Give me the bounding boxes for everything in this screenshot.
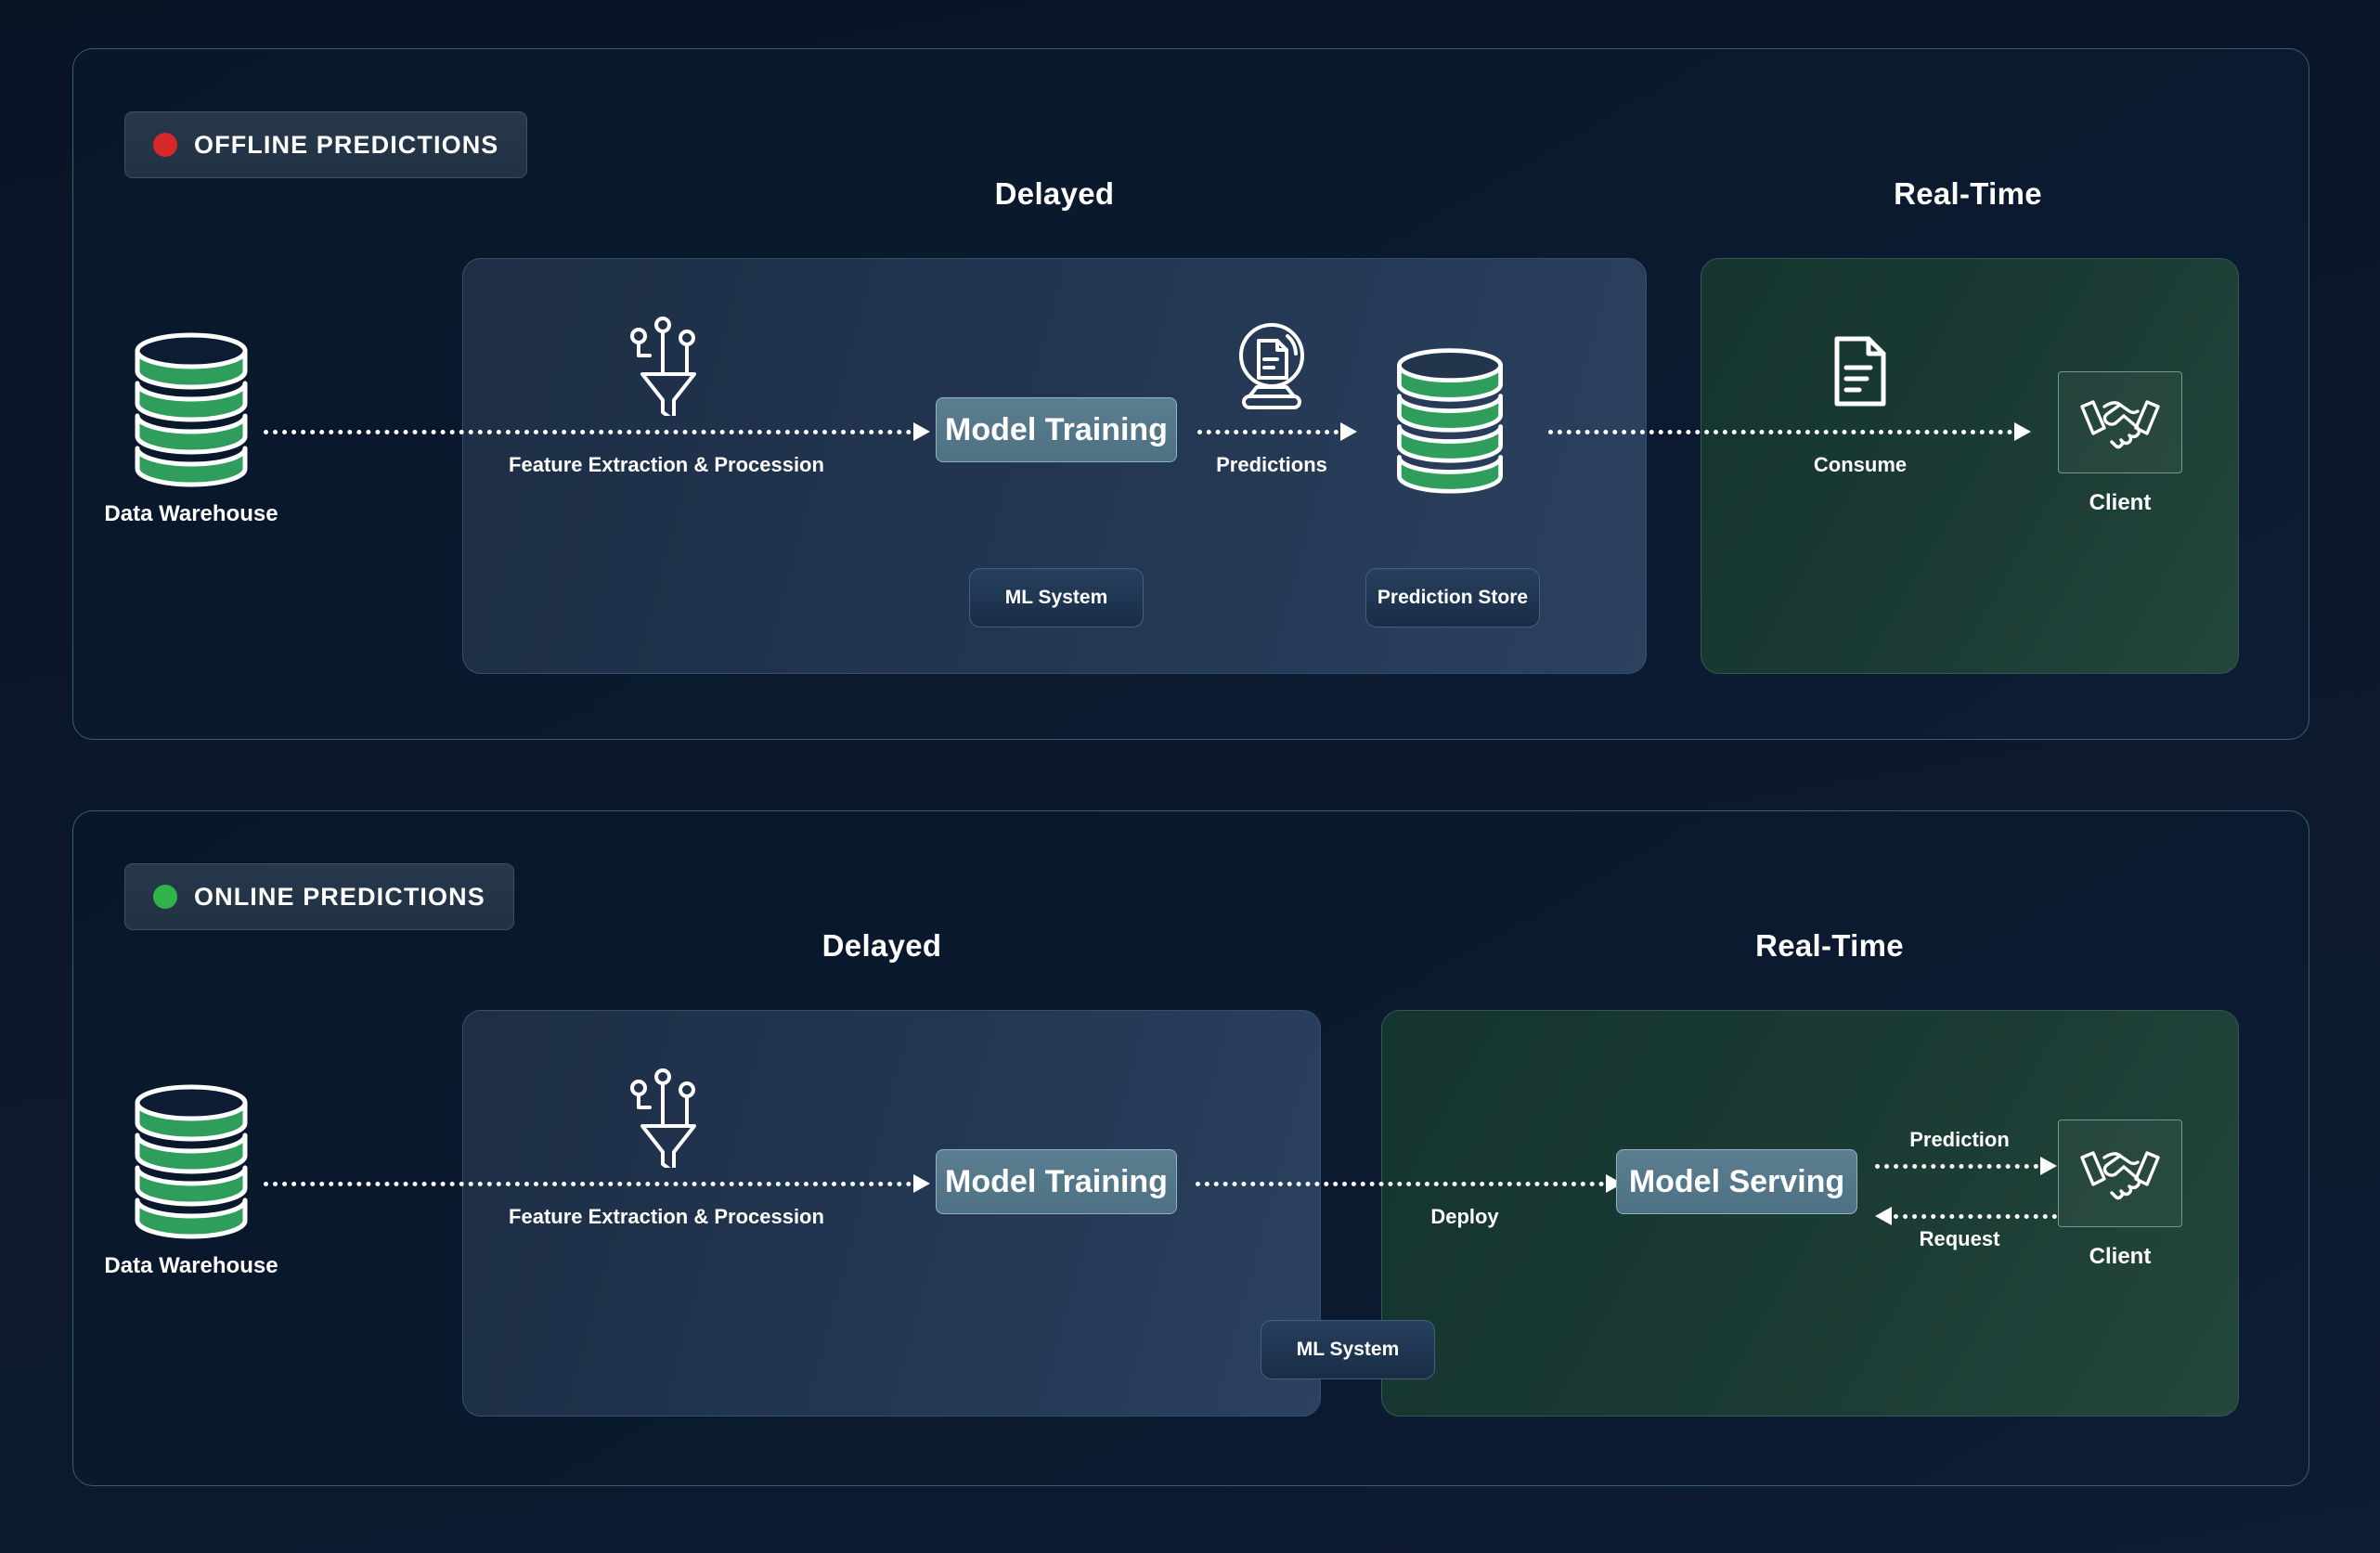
database-icon — [1391, 345, 1508, 498]
label-client-offline: Client — [2089, 490, 2152, 515]
database-icon — [130, 330, 252, 492]
feature-funnel-icon — [626, 316, 707, 422]
arrow-head-right-icon — [2040, 1157, 2057, 1175]
label-feature-extraction-online: Feature Extraction & Procession — [509, 1205, 824, 1228]
label-predictions-offline: Predictions — [1216, 453, 1327, 476]
arrow-line — [1196, 1181, 1604, 1186]
arrow-deploy — [1196, 1174, 1623, 1193]
heading-realtime-online: Real-Time — [1755, 928, 1904, 963]
client-box-offline[interactable] — [2058, 371, 2182, 473]
document-icon — [1831, 334, 1889, 413]
badge-online-predictions[interactable]: ONLINE PREDICTIONS — [124, 863, 514, 930]
crystal-ball-document-icon — [1229, 320, 1314, 414]
arrow-store-to-client — [1548, 422, 2031, 441]
status-dot-red-icon — [153, 133, 177, 157]
node-model-training-online[interactable]: Model Training — [936, 1149, 1177, 1214]
pill-prediction-store-offline[interactable]: Prediction Store — [1365, 568, 1540, 628]
label-consume-offline: Consume — [1813, 453, 1908, 476]
arrow-line — [1197, 429, 1339, 434]
node-model-training-offline[interactable]: Model Training — [936, 397, 1177, 462]
arrow-head-right-icon — [913, 1174, 930, 1193]
arrow-training-to-store — [1197, 422, 1357, 441]
label-deploy: Deploy — [1430, 1205, 1499, 1228]
arrow-head-right-icon — [2014, 422, 2031, 441]
badge-label: OFFLINE PREDICTIONS — [194, 130, 499, 159]
arrow-warehouse-to-training — [264, 422, 930, 441]
client-box-online[interactable] — [2058, 1119, 2182, 1227]
badge-label: ONLINE PREDICTIONS — [194, 882, 485, 911]
arrow-head-right-icon — [1340, 422, 1357, 441]
panel-realtime-offline — [1701, 258, 2239, 674]
arrow-prediction — [1875, 1157, 2057, 1175]
panel-delayed-online — [462, 1010, 1321, 1417]
arrow-line — [1875, 1163, 2038, 1169]
heading-delayed-online: Delayed — [821, 928, 942, 963]
label-request: Request — [1919, 1227, 2000, 1250]
status-dot-green-icon — [153, 885, 177, 909]
arrow-line — [1548, 429, 2012, 434]
arrow-line — [1894, 1213, 2057, 1219]
arrow-head-left-icon — [1875, 1207, 1892, 1225]
database-icon — [130, 1081, 252, 1244]
label-prediction: Prediction — [1909, 1128, 2010, 1151]
arrow-head-right-icon — [913, 422, 930, 441]
pill-ml-system-online[interactable]: ML System — [1261, 1320, 1435, 1379]
label-client-online: Client — [2089, 1244, 2152, 1269]
pill-ml-system-offline[interactable]: ML System — [969, 568, 1144, 628]
arrow-line — [264, 429, 912, 434]
label-feature-extraction-offline: Feature Extraction & Procession — [509, 453, 824, 476]
heading-delayed-offline: Delayed — [994, 176, 1115, 211]
node-model-serving[interactable]: Model Serving — [1616, 1149, 1857, 1214]
heading-realtime-offline: Real-Time — [1894, 176, 2042, 211]
arrow-line — [264, 1181, 912, 1186]
badge-offline-predictions[interactable]: OFFLINE PREDICTIONS — [124, 111, 528, 178]
label-data-warehouse-offline: Data Warehouse — [104, 501, 278, 526]
label-data-warehouse-online: Data Warehouse — [104, 1253, 278, 1278]
feature-funnel-icon — [626, 1068, 707, 1174]
arrow-request — [1875, 1207, 2057, 1225]
arrow-warehouse-to-training-online — [264, 1174, 930, 1193]
